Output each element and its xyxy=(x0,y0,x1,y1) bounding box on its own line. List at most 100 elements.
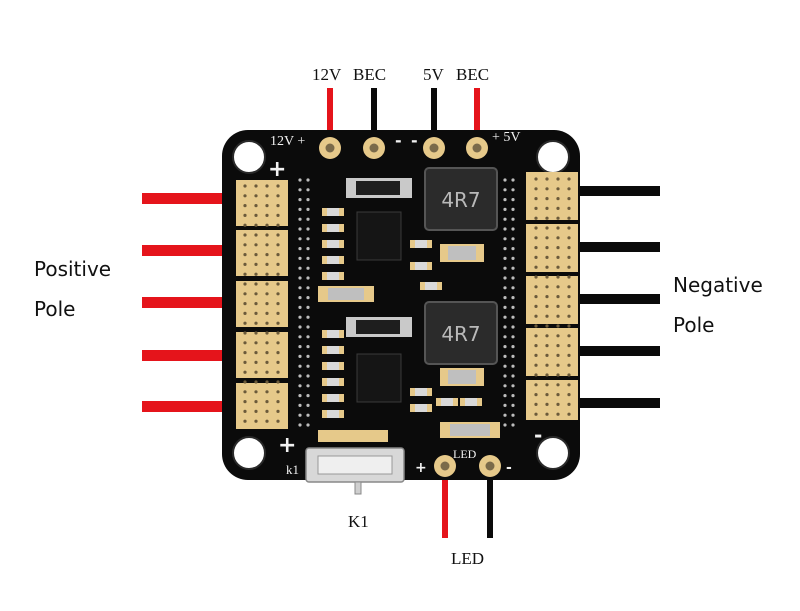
inductor-top xyxy=(424,167,498,231)
via-dot xyxy=(298,384,302,388)
via-dot xyxy=(306,296,310,300)
via-dot xyxy=(567,216,571,220)
label-negative-line1: Negative xyxy=(673,273,763,297)
silk-led-minus: - xyxy=(506,460,512,476)
via-dot xyxy=(254,184,258,188)
smd-pad xyxy=(322,272,327,280)
via-dot xyxy=(534,412,538,416)
via-dot xyxy=(265,409,269,413)
switch-pads xyxy=(318,430,388,442)
smd-resistor xyxy=(327,410,339,418)
via-dot xyxy=(265,351,269,355)
via-dot xyxy=(254,282,258,286)
via-dot xyxy=(276,223,280,227)
via-dot xyxy=(545,314,549,318)
smd-resistor xyxy=(327,394,339,402)
via-dot xyxy=(243,223,247,227)
via-dot xyxy=(534,187,538,191)
via-dot xyxy=(254,194,258,198)
via-dot xyxy=(265,282,269,286)
via-dot xyxy=(265,292,269,296)
via-dot xyxy=(243,360,247,364)
via-dot xyxy=(534,295,538,299)
via-dot xyxy=(545,412,549,416)
via-dot xyxy=(567,226,571,230)
smd-cap-body xyxy=(450,424,490,436)
via-dot xyxy=(254,243,258,247)
via-dot xyxy=(306,335,310,339)
smd-pad xyxy=(322,240,327,248)
via-dot xyxy=(276,213,280,217)
via-dot xyxy=(503,384,507,388)
via-dot xyxy=(276,331,280,335)
via-dot xyxy=(556,216,560,220)
led-wires xyxy=(442,470,493,538)
smd-pad xyxy=(339,224,344,232)
via-dot xyxy=(511,266,515,270)
via-dot xyxy=(298,345,302,349)
via-dot xyxy=(276,282,280,286)
via-dot xyxy=(503,217,507,221)
via-dot xyxy=(556,353,560,357)
via-dot xyxy=(276,292,280,296)
via-dot xyxy=(503,364,507,368)
smd-pad xyxy=(339,240,344,248)
via-dot xyxy=(265,321,269,325)
via-dot xyxy=(511,188,515,192)
smd-resistor xyxy=(327,256,339,264)
via-dot xyxy=(511,286,515,290)
via-dot xyxy=(503,256,507,260)
wire-5v xyxy=(431,88,437,148)
via-dot xyxy=(556,236,560,240)
via-dot xyxy=(254,272,258,276)
via-dot xyxy=(306,384,310,388)
via-dot xyxy=(534,275,538,279)
via-dot xyxy=(306,217,310,221)
smd-resistor xyxy=(327,330,339,338)
top-wires xyxy=(327,88,480,148)
via-dot xyxy=(567,285,571,289)
silk-k1: k1 xyxy=(286,462,299,477)
via-dot xyxy=(276,243,280,247)
pad-hole xyxy=(429,143,439,153)
via-dot xyxy=(265,243,269,247)
via-dot xyxy=(556,187,560,191)
via-dot xyxy=(265,194,269,198)
via-dot xyxy=(511,217,515,221)
via-dot xyxy=(265,262,269,266)
via-dot xyxy=(243,341,247,345)
smd-cap-body xyxy=(328,288,364,300)
via-dot xyxy=(306,198,310,202)
via-dot xyxy=(243,331,247,335)
via-dot xyxy=(503,207,507,211)
via-dot xyxy=(265,204,269,208)
via-dot xyxy=(511,413,515,417)
via-dot xyxy=(298,286,302,290)
via-dot xyxy=(511,374,515,378)
positive-wire xyxy=(142,297,242,308)
via-dot xyxy=(254,262,258,266)
wire-12v xyxy=(327,88,333,148)
via-dot xyxy=(534,177,538,181)
via-dot xyxy=(503,403,507,407)
positive-pad-strip xyxy=(236,180,288,429)
via-dot xyxy=(254,351,258,355)
smd-pad xyxy=(339,272,344,280)
via-dot xyxy=(545,255,549,259)
via-dot xyxy=(243,184,247,188)
via-dot xyxy=(298,296,302,300)
via-dots xyxy=(243,184,280,423)
via-dot xyxy=(511,384,515,388)
smd-pad xyxy=(322,378,327,386)
via-dot xyxy=(567,353,571,357)
via-dot xyxy=(534,334,538,338)
via-dot xyxy=(511,276,515,280)
smd-resistor xyxy=(465,398,477,406)
via-dot xyxy=(254,419,258,423)
via-dot xyxy=(265,302,269,306)
via-dot xyxy=(298,374,302,378)
via-dot xyxy=(567,187,571,191)
pad-hole xyxy=(369,143,379,153)
via-columns xyxy=(298,178,515,427)
smd-pad xyxy=(427,240,432,248)
